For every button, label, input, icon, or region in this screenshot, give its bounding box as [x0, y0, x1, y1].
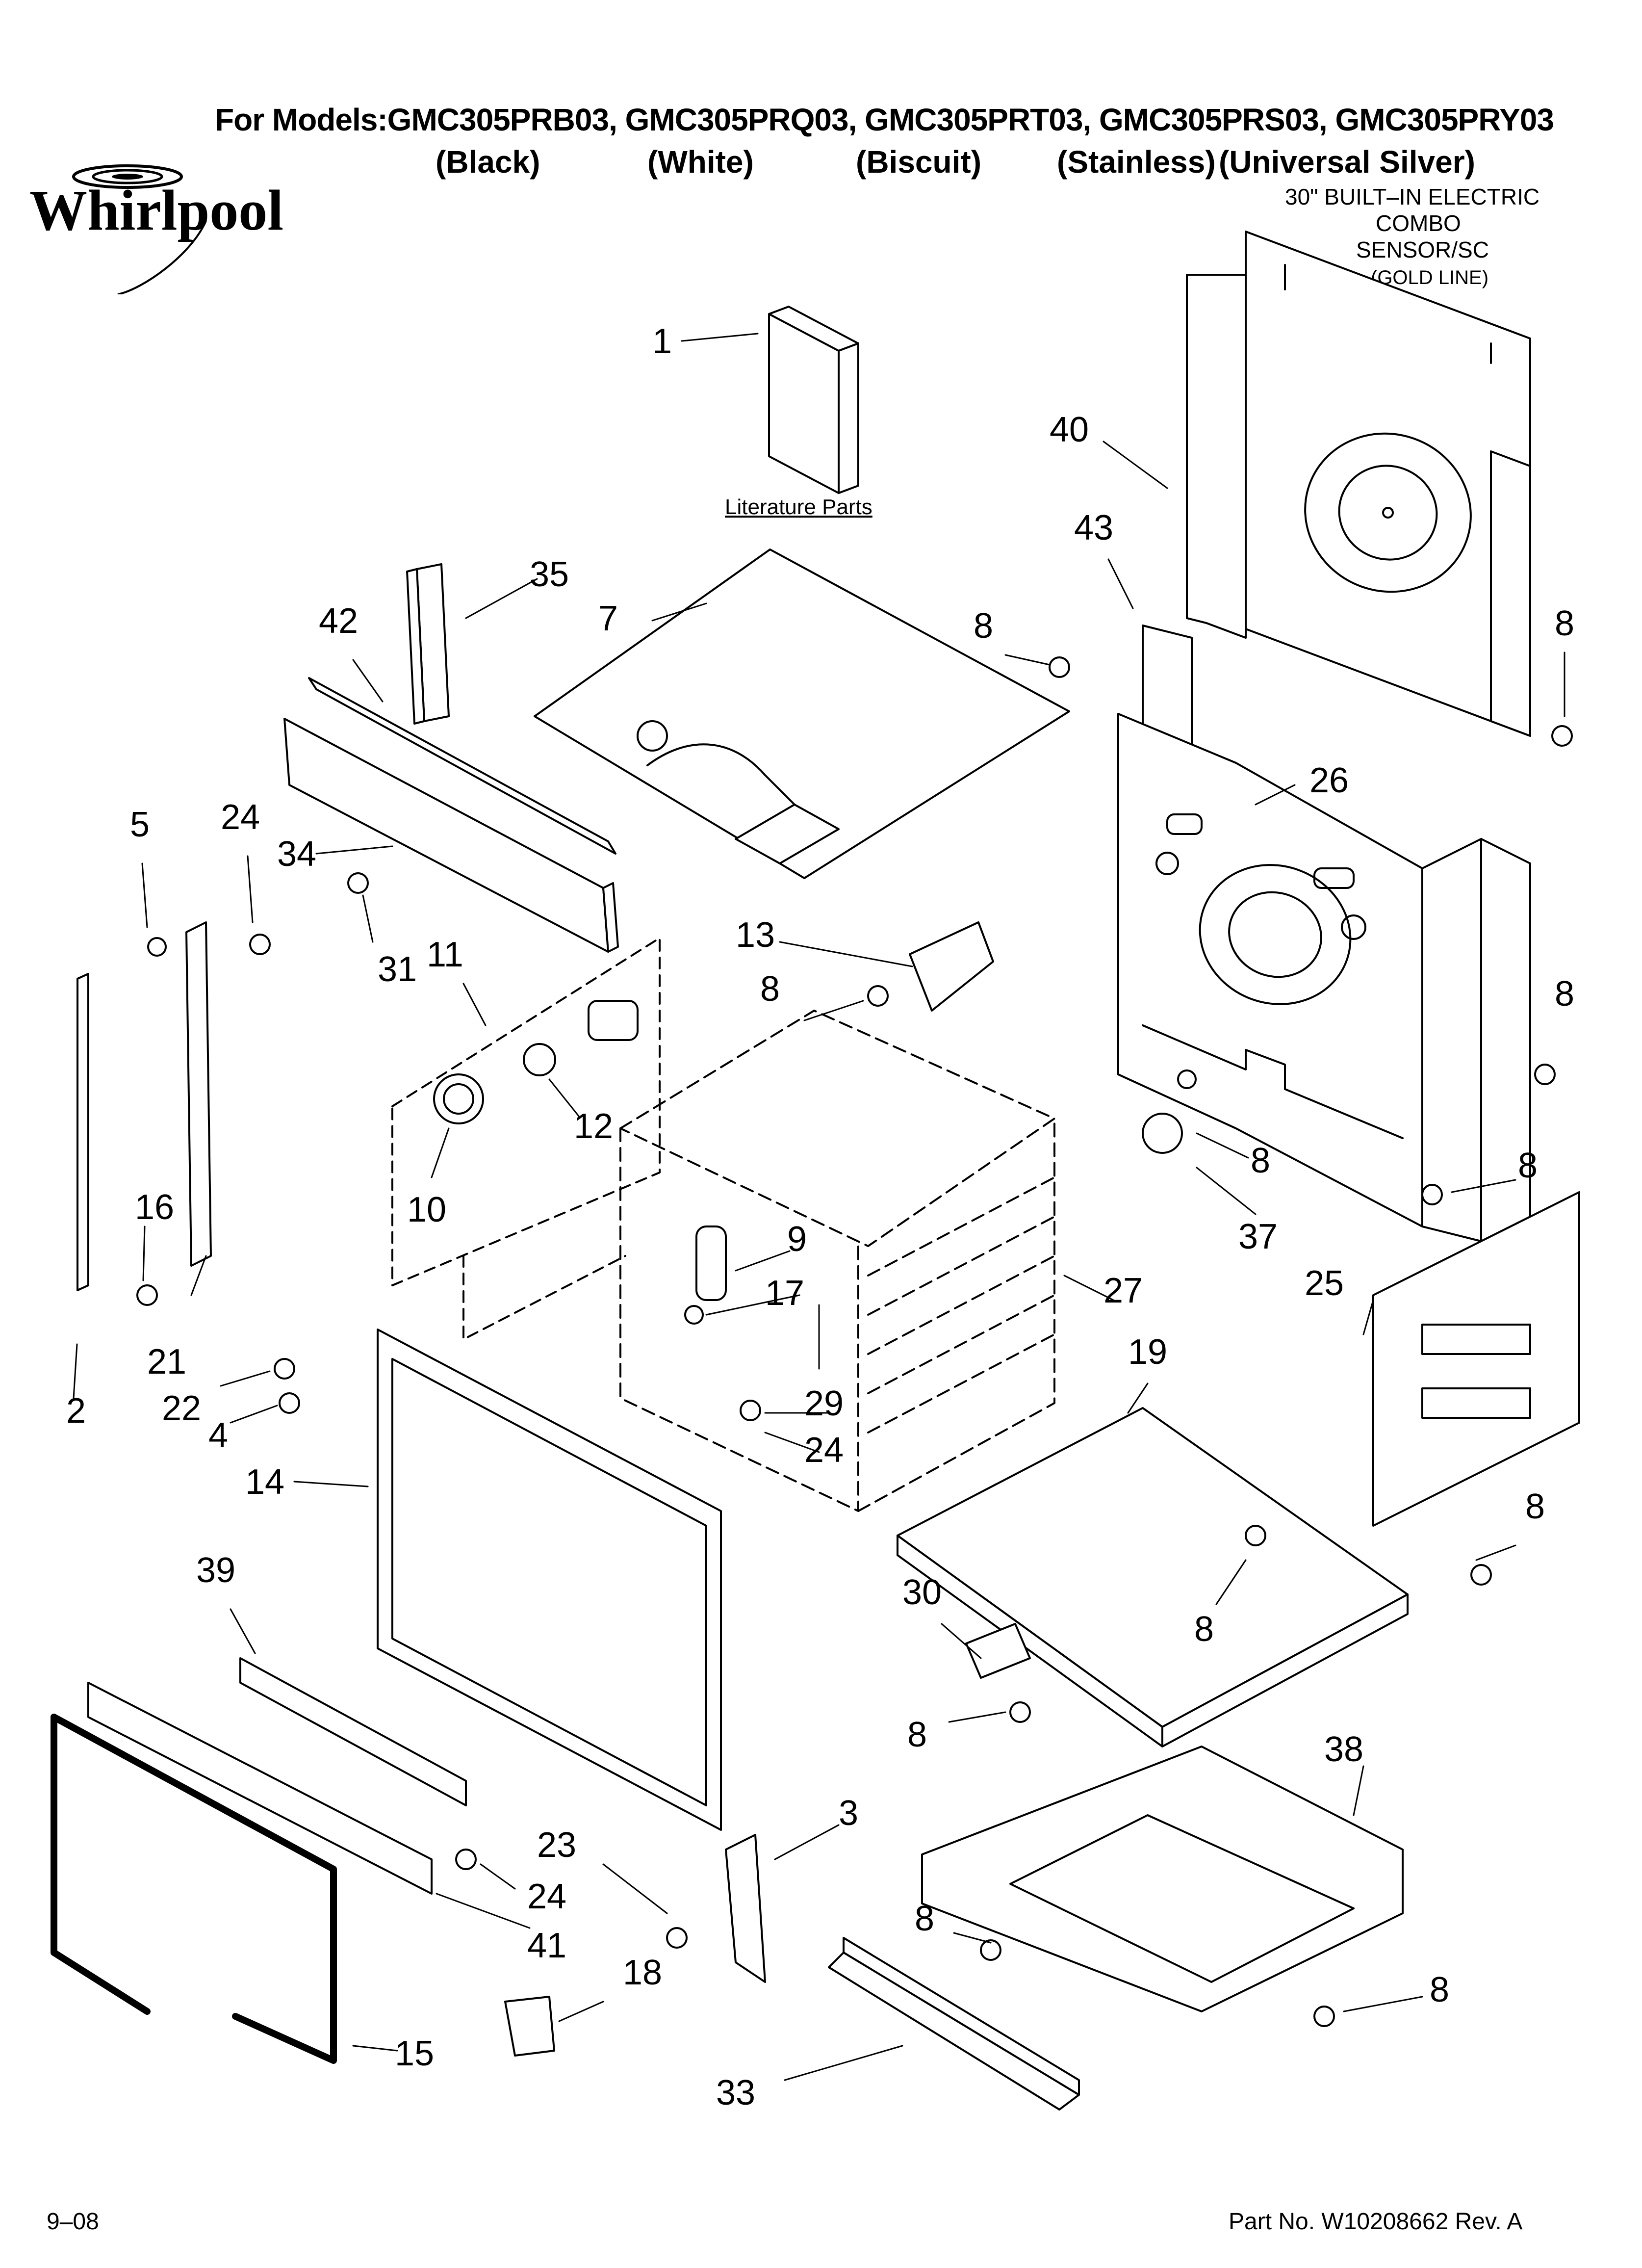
- callout-25: 25: [1305, 1264, 1344, 1303]
- callout-17: 17: [765, 1274, 805, 1313]
- color-white: (White): [647, 144, 754, 180]
- callout-38: 38: [1324, 1730, 1364, 1769]
- lower-vent-panel: [87, 1682, 433, 1895]
- callout-7: 7: [598, 599, 618, 638]
- callout-8: 8: [974, 606, 994, 646]
- callout-12: 12: [574, 1107, 614, 1146]
- brand-wordmark: Whirlpool: [29, 178, 283, 242]
- control-group-outline: [391, 937, 661, 1340]
- callout-23: 23: [537, 1825, 577, 1865]
- models-heading: For Models:GMC305PRB03, GMC305PRQ03, GMC…: [215, 102, 1554, 137]
- trim-strip: [308, 677, 616, 855]
- vertical-clip: [406, 563, 450, 725]
- callout-8: 8: [1525, 1487, 1545, 1526]
- callout-21: 21: [147, 1342, 187, 1382]
- color-biscuit: (Biscuit): [856, 144, 981, 180]
- callout-41: 41: [527, 1926, 567, 1965]
- literature-booklet: [768, 306, 859, 494]
- callout-8: 8: [915, 1899, 935, 1938]
- callout-9: 9: [787, 1220, 807, 1259]
- trim-bar: [239, 1657, 467, 1806]
- base-frame: [921, 1746, 1404, 2012]
- callout-40: 40: [1050, 410, 1089, 449]
- part-number: Part No. W10208662 Rev. A: [1229, 2209, 1523, 2235]
- small-clip: [965, 1623, 1031, 1679]
- callout-8: 8: [907, 1715, 927, 1754]
- vent-panel: [283, 718, 619, 953]
- product-line-4: (GOLD LINE): [1371, 267, 1489, 288]
- brand-logo: Whirlpool: [29, 147, 334, 294]
- whirlpool-swirl-icon: [72, 164, 207, 294]
- callout-24: 24: [804, 1431, 844, 1470]
- screws: [136, 656, 1573, 2027]
- product-line-3: SENSOR/SC: [1356, 237, 1489, 262]
- bottom-tray: [897, 1407, 1409, 1747]
- rear-panel: [1186, 231, 1531, 737]
- leader-lines: [73, 333, 1565, 2081]
- side-strip-right: [185, 921, 212, 1267]
- control-knob-small: [523, 1043, 556, 1076]
- top-panel: [534, 548, 1070, 879]
- front-rail: [828, 1937, 1080, 2111]
- callout-10: 10: [407, 1190, 447, 1229]
- callout-16: 16: [135, 1188, 175, 1227]
- callout-5: 5: [130, 805, 150, 844]
- color-universal-silver: (Universal Silver): [1219, 144, 1475, 180]
- callout-11: 11: [427, 935, 463, 974]
- callout-24: 24: [221, 798, 260, 837]
- callout-8: 8: [1430, 1970, 1450, 2009]
- literature-label: Literature Parts: [725, 495, 872, 519]
- control-knob-large: [433, 1073, 484, 1124]
- callout-8: 8: [1194, 1610, 1214, 1649]
- revision-date: 9–08: [47, 2209, 99, 2235]
- callout-19: 19: [1128, 1332, 1168, 1372]
- callout-8: 8: [760, 969, 780, 1009]
- callout-26: 26: [1309, 761, 1349, 800]
- callout-29: 29: [804, 1384, 844, 1423]
- callout-4: 4: [208, 1416, 229, 1455]
- callout-8: 8: [1555, 604, 1575, 643]
- callout-14: 14: [245, 1462, 285, 1502]
- clip-part: [504, 1996, 555, 2057]
- callout-3: 3: [839, 1794, 859, 1833]
- front-frame: [377, 1329, 722, 1831]
- callout-8: 8: [1555, 974, 1575, 1014]
- callout-35: 35: [530, 555, 569, 594]
- mounting-bracket: [725, 1834, 766, 1983]
- callout-13: 13: [736, 915, 775, 955]
- callout-24: 24: [527, 1877, 567, 1916]
- color-stainless: (Stainless): [1057, 144, 1216, 180]
- callout-30: 30: [902, 1573, 942, 1612]
- callout-39: 39: [196, 1551, 236, 1590]
- callout-27: 27: [1103, 1271, 1143, 1310]
- small-bracket: [909, 921, 994, 1012]
- callout-8: 8: [1518, 1146, 1538, 1185]
- callout-18: 18: [623, 1953, 663, 1992]
- thermostat: [1142, 1113, 1183, 1154]
- callout-22: 22: [162, 1389, 202, 1428]
- callout-1: 1: [652, 322, 672, 361]
- product-line-2: COMBO: [1376, 210, 1461, 236]
- back-panel: [1117, 713, 1531, 1242]
- callout-15: 15: [395, 2034, 435, 2073]
- side-panel-right: [1372, 1191, 1580, 1527]
- control-switch: [588, 1000, 639, 1041]
- callout-43: 43: [1074, 508, 1114, 547]
- side-strip-left: [77, 973, 89, 1291]
- callout-37: 37: [1238, 1217, 1278, 1256]
- callout-8: 8: [1251, 1141, 1271, 1180]
- sensor-tube: [695, 1225, 727, 1301]
- callout-33: 33: [716, 2073, 756, 2112]
- color-black: (Black): [436, 144, 540, 180]
- oven-cavity: [619, 1010, 1055, 1512]
- callout-42: 42: [319, 601, 359, 641]
- callout-31: 31: [378, 950, 417, 989]
- callout-2: 2: [66, 1391, 86, 1431]
- callout-34: 34: [277, 834, 317, 874]
- product-line-1: 30" BUILT–IN ELECTRIC: [1285, 184, 1540, 209]
- door-gasket: [51, 1714, 337, 2064]
